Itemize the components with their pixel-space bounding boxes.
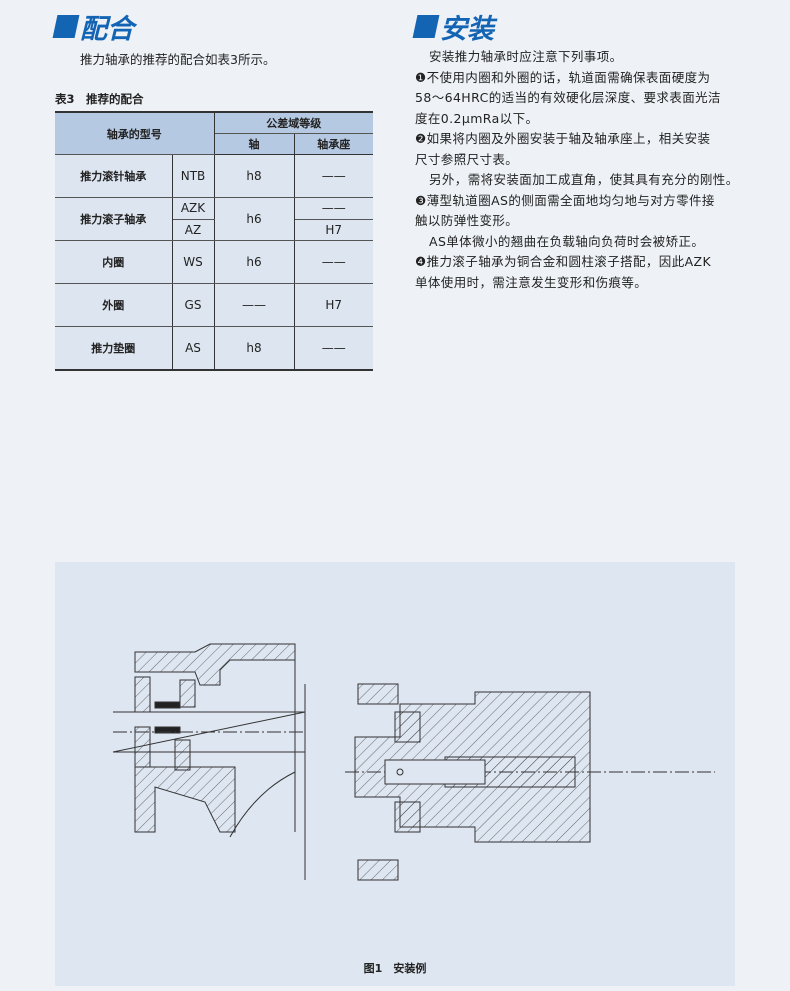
- note-line: ❶不使用内圈和外圈的话，轨道面需确保表面硬度为: [415, 69, 711, 85]
- note-line: 安装推力轴承时应注意下列事项。: [429, 49, 623, 64]
- heading-text: 配合: [80, 13, 134, 45]
- heading-text: 安装: [440, 13, 494, 45]
- note-line: ❹推力滚子轴承为铜合金和圆柱滚子搭配，因此AZK: [415, 254, 712, 269]
- section-heading-fit: 配合: [52, 10, 134, 45]
- cell-code: AS: [172, 326, 215, 371]
- cell-code: NTB: [172, 154, 215, 198]
- header-type: 轴承的型号: [55, 112, 215, 155]
- cell-housing: ——: [294, 326, 373, 371]
- cell-name: 外圈: [55, 283, 173, 327]
- heading-square-icon: [412, 14, 440, 38]
- cell-housing: H7: [294, 283, 373, 327]
- cell-shaft: ——: [214, 283, 295, 327]
- installation-drawing: [112, 643, 715, 881]
- note-line: 度在0.2μmRa以下。: [415, 110, 539, 126]
- cell-code: AZ: [172, 219, 215, 241]
- note-line: 尺寸参照尺寸表。: [415, 151, 519, 167]
- cell-code: GS: [172, 283, 215, 327]
- cell-shaft: h6: [214, 240, 295, 284]
- cell-code: WS: [172, 240, 215, 284]
- note-line: ❷如果将内圈及外圈安装于轴及轴承座上，相关安装: [415, 131, 711, 146]
- cell-code: AZK: [172, 197, 215, 220]
- note-line: 触以防弹性变形。: [415, 213, 519, 228]
- intro-text: 推力轴承的推荐的配合如表3所示。: [80, 52, 276, 67]
- header-shaft: 轴: [214, 133, 295, 155]
- table-row: AZ H7: [55, 219, 373, 241]
- cell-name: 推力滚针轴承: [55, 154, 173, 198]
- note-line: 另外，需将安装面加工成直角，使其具有充分的刚性。: [429, 172, 739, 187]
- note-line: 单体使用时，需注意发生变形和伤痕等。: [415, 274, 648, 290]
- note-line: ❸薄型轨道圈AS的侧面需全面地均匀地与对方零件接: [415, 192, 715, 208]
- cell-housing: ——: [294, 154, 373, 198]
- cell-housing: H7: [294, 219, 373, 241]
- heading-square-icon: [52, 14, 80, 38]
- right-shaft: [304, 684, 715, 880]
- section-heading-install: 安装: [412, 10, 494, 45]
- left-drawing: [134, 643, 296, 833]
- cell-shaft: h8: [214, 326, 295, 371]
- cell-name: 推力滚子轴承: [55, 197, 173, 241]
- left-shaft: [112, 660, 306, 838]
- figure-panel: 图1 安装例: [55, 562, 735, 986]
- cell-housing: ——: [294, 240, 373, 284]
- header-housing: 轴承座: [294, 133, 373, 155]
- cell-name: 内圈: [55, 240, 173, 284]
- install-notes: 安装推力轴承时应注意下列事项。 ❶不使用内圈和外圈的话，轨道面需确保表面硬度为 58…: [415, 47, 740, 293]
- table-title: 表3 推荐的配合: [55, 92, 144, 106]
- note-line: AS单体微小的翘曲在负载轴向负荷时会被矫正。: [429, 233, 705, 249]
- cell-name: 推力垫圈: [55, 326, 173, 371]
- cell-shaft: h6: [214, 197, 295, 241]
- cell-housing: ——: [294, 197, 373, 220]
- note-line: 58～64HRC的适当的有效硬化层深度、要求表面光洁: [415, 90, 721, 105]
- cell-shaft: h8: [214, 154, 295, 198]
- header-tolerance: 公差域等级: [214, 112, 373, 134]
- figure-caption: 图1 安装例: [363, 962, 427, 975]
